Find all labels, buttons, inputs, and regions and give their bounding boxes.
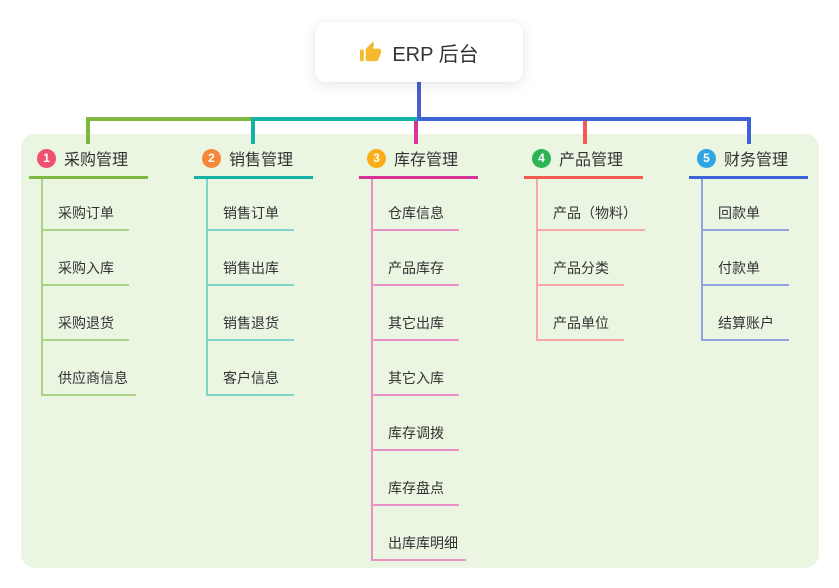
branch-underline [524, 176, 643, 179]
branch-underline [194, 176, 313, 179]
branch-topic-label: 销售管理 [229, 152, 294, 169]
priority-badge: 2 [202, 148, 221, 168]
branch-tree-line [41, 179, 43, 396]
branch-tree-line [536, 179, 538, 341]
branch-tree-line [371, 179, 373, 561]
priority-badge: 3 [367, 148, 386, 168]
subtopic-node[interactable]: 采购订单 [41, 204, 129, 231]
thumbs-up-icon [359, 41, 382, 64]
subtopic-node[interactable]: 产品分类 [536, 259, 624, 286]
subtopic-node[interactable]: 其它入库 [371, 369, 459, 396]
subtopic-node[interactable]: 供应商信息 [41, 369, 136, 396]
subtopic-node[interactable]: 产品（物料） [536, 204, 645, 231]
subtopic-node[interactable]: 结算账户 [701, 314, 789, 341]
subtopic-node[interactable]: 库存盘点 [371, 479, 459, 506]
subtopic-node[interactable]: 付款单 [701, 259, 789, 286]
priority-badge: 4 [532, 148, 551, 168]
subtopic-node[interactable]: 仓库信息 [371, 204, 459, 231]
subtopic-node[interactable]: 出库库明细 [371, 534, 466, 561]
branch-topic-label: 采购管理 [64, 152, 129, 169]
branch-underline [29, 176, 148, 179]
connector-root-drop [417, 82, 421, 120]
subtopic-node[interactable]: 库存调拨 [371, 424, 459, 451]
branch-tree-line [206, 179, 208, 396]
priority-badge: 5 [697, 148, 716, 168]
branch-underline [359, 176, 478, 179]
branch-topic-node[interactable]: 2 销售管理 [194, 144, 293, 172]
subtopic-node[interactable]: 其它出库 [371, 314, 459, 341]
branch-topic-node[interactable]: 5 财务管理 [689, 144, 788, 172]
subtopic-node[interactable]: 产品库存 [371, 259, 459, 286]
branch-underline [689, 176, 808, 179]
branch-topic-node[interactable]: 1 采购管理 [29, 144, 128, 172]
branch-topic-label: 库存管理 [394, 152, 459, 169]
subtopic-node[interactable]: 回款单 [701, 204, 789, 231]
subtopic-node[interactable]: 销售订单 [206, 204, 294, 231]
connector-drop-4 [583, 121, 587, 144]
subtopic-node[interactable]: 采购退货 [41, 314, 129, 341]
branch-topic-node[interactable]: 3 库存管理 [359, 144, 458, 172]
subtopic-node[interactable]: 销售退货 [206, 314, 294, 341]
subtopic-node[interactable]: 采购入库 [41, 259, 129, 286]
connector-bus-left [86, 117, 254, 121]
connector-bus-mid [252, 117, 419, 121]
subtopic-node[interactable]: 产品单位 [536, 314, 624, 341]
root-topic-label: ERP 后台 [392, 43, 479, 66]
branch-topic-node[interactable]: 4 产品管理 [524, 144, 623, 172]
root-topic-node[interactable]: ERP 后台 [315, 22, 523, 82]
connector-drop-1 [86, 117, 90, 144]
subtopic-node[interactable]: 销售出库 [206, 259, 294, 286]
subtopic-node[interactable]: 客户信息 [206, 369, 294, 396]
branch-topic-label: 产品管理 [559, 152, 624, 169]
branch-tree-line [701, 179, 703, 341]
priority-badge: 1 [37, 148, 56, 168]
connector-drop-5 [747, 117, 751, 144]
branch-topic-label: 财务管理 [724, 152, 789, 169]
connector-drop-3 [414, 121, 418, 144]
branches-panel [21, 134, 819, 568]
connector-bus-right [417, 117, 751, 121]
connector-drop-2 [251, 117, 255, 144]
